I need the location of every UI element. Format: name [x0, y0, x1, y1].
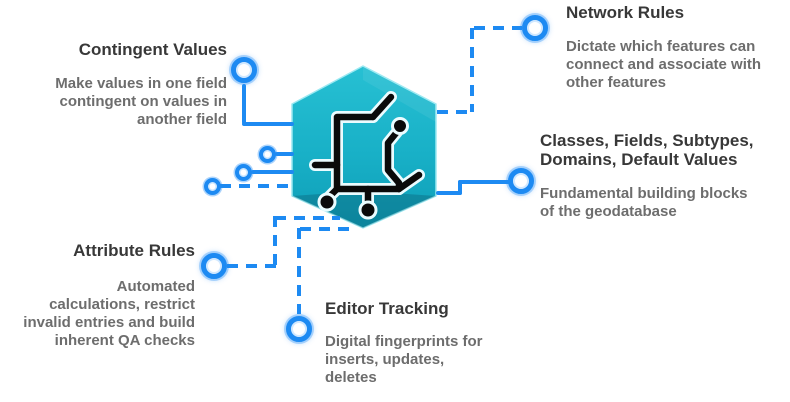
attribute-rules-connector	[227, 264, 277, 268]
attribute-rules-body: Automated calculations, restrict invalid…	[23, 278, 195, 349]
classes-fields-connector	[458, 180, 462, 195]
stub-line	[251, 170, 294, 174]
attribute-rules-connector	[275, 216, 340, 220]
network-rules-connector	[437, 110, 474, 114]
editor-tracking-title: Editor Tracking	[325, 299, 449, 318]
stub-node-icon	[259, 146, 276, 163]
contingent-values-node-icon	[231, 57, 257, 83]
classes-fields-title: Classes, Fields, Subtypes, Domains, Defa…	[540, 131, 754, 169]
classes-fields-connector	[436, 191, 462, 195]
network-rules-node-icon	[522, 15, 548, 41]
classes-fields-connector	[458, 180, 510, 184]
contingent-values-body: Make values in one field contingent on v…	[55, 75, 227, 128]
attribute-rules-node-icon	[201, 253, 227, 279]
contingent-values-connector	[242, 84, 246, 124]
network-rules-body: Dictate which features can connect and a…	[566, 38, 762, 91]
stub-line	[275, 152, 294, 156]
network-rules-connector	[474, 26, 522, 30]
editor-tracking-body: Digital fingerprints for inserts, update…	[325, 333, 483, 386]
stub-node-icon	[235, 164, 252, 181]
contingent-values-title: Contingent Values	[78, 40, 227, 59]
attribute-rules-title: Attribute Rules	[73, 241, 195, 260]
network-rules-connector	[470, 28, 474, 112]
contingent-values-connector	[242, 122, 294, 126]
editor-tracking-node-icon	[286, 316, 312, 342]
hexagon-svg	[291, 65, 437, 229]
stub-line-dashed	[220, 184, 294, 188]
geodatabase-hexagon-icon	[288, 64, 440, 230]
classes-fields-node-icon	[508, 168, 534, 194]
editor-tracking-connector	[300, 227, 352, 231]
glyph-nodes	[317, 117, 409, 220]
editor-tracking-connector	[297, 228, 301, 314]
hexagon-facet-highlight	[363, 66, 436, 122]
attribute-rules-connector	[273, 216, 277, 266]
stub-node-icon	[204, 178, 221, 195]
classes-fields-body: Fundamental building blocks of the geoda…	[540, 185, 748, 220]
network-rules-title: Network Rules	[566, 3, 685, 22]
